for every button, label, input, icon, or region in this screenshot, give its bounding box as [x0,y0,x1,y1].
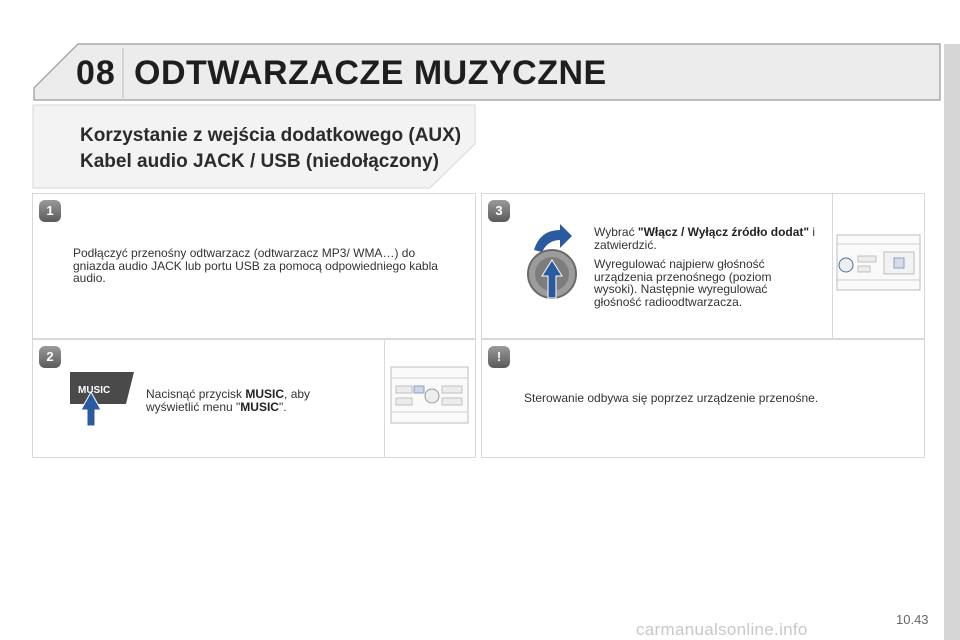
note-text: Sterowanie odbywa się poprzez urządzenie… [524,391,819,405]
chapter-title: ODTWARZACZE MUZYCZNE [134,54,607,92]
step-2-divider [384,340,385,457]
step-2-badge: 2 [39,346,61,368]
step-1-panel [32,193,476,339]
rotary-knob-illustration [527,224,577,299]
subtitle-line-2: Kabel audio JACK / USB (niedołączony) [80,151,439,172]
subtitle-frame [32,104,476,189]
step-3-text-2: Wyregulować najpierw głośność urządzenia… [594,257,772,309]
radio-panel-illustration [390,366,469,424]
note-panel [481,339,925,458]
subtitle-line-1: Korzystanie z wejścia dodatkowego (AUX) [80,125,462,146]
music-button-illustration: MUSIC [70,372,134,427]
radio-display-illustration [836,234,921,291]
page-number: 10.43 [896,612,929,627]
music-button-label: MUSIC [78,385,110,396]
step-3-badge: 3 [488,200,510,222]
chapter-number: 08 [76,54,116,92]
watermark: carmanualsonline.info [636,620,808,639]
step-3-divider [832,194,833,338]
note-badge: ! [488,346,510,368]
header-frame [33,43,941,101]
right-edge-rail [944,44,960,640]
step-2-text: Nacisnąć przycisk MUSIC, aby wyświetlić … [146,387,311,414]
step-3-text-1: Wybrać "Włącz / Wyłącz źródło dodat" i z… [594,225,816,252]
step-1-badge: 1 [39,200,61,222]
step-1-text: Podłączyć przenośny odtwarzacz (odtwarza… [73,246,438,285]
